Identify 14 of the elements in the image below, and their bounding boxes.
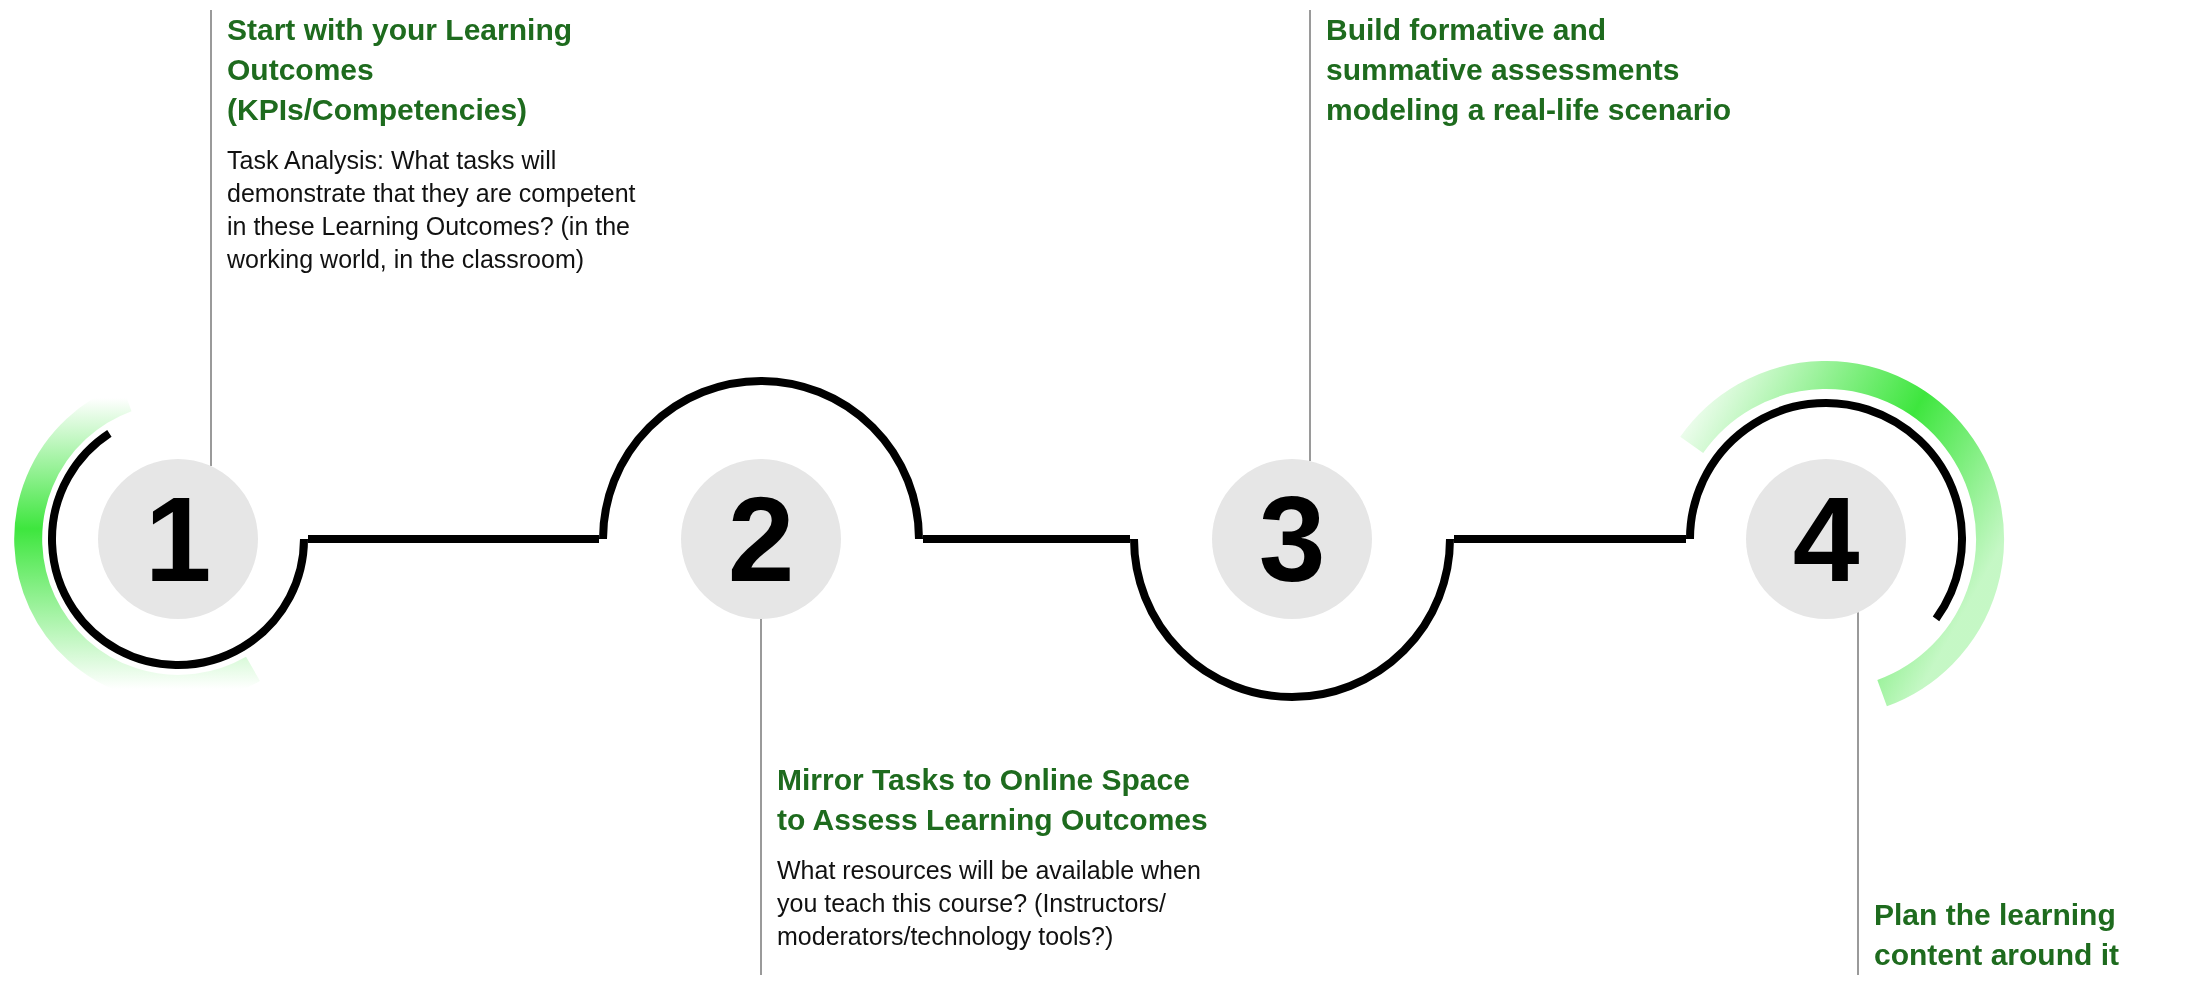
step-number: 1 [144,479,212,599]
step-number: 4 [1792,479,1860,599]
step-heading: Plan the learning content around it [1874,897,2120,973]
step-description: Task Analysis: What tasks will demonstrate that they are competent in these Learning Outcomes? (in the working world, in the classroom) [227,145,637,275]
step-heading: Mirror Tasks to Online Space to Assess Learning Outcomes [777,762,1209,838]
leader-line [210,9,212,468]
leader-line [1309,9,1311,463]
step-number: 3 [1258,479,1326,599]
leader-line [760,618,762,976]
step-heading: Build formative and summative assessments modeling a real-life scenario [1326,12,1733,128]
leader-line [1857,611,1859,976]
step-number: 2 [727,479,795,599]
step-description: What resources will be available when you teach this course? (Instructors/ moderators/technology tools?) [777,855,1202,952]
step-heading: Start with your Learning Outcomes (KPIs/Competencies) [227,12,574,128]
